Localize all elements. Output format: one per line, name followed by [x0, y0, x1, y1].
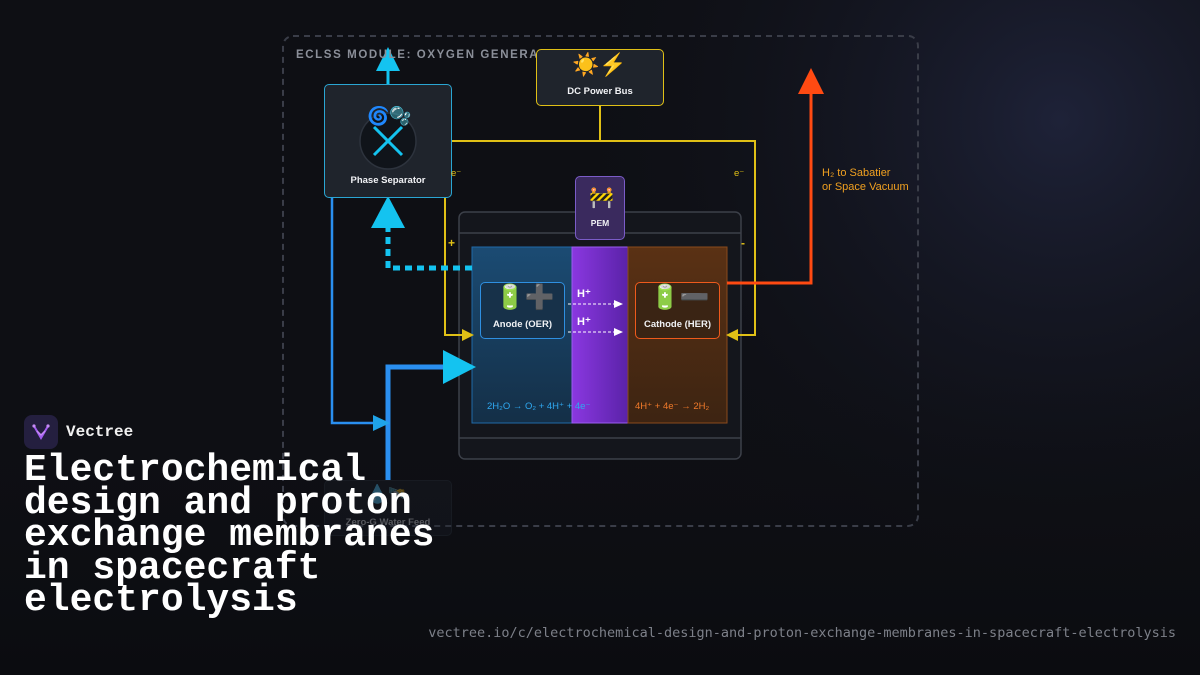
polarity-plus: + — [448, 236, 456, 250]
phase-separator-symbol — [359, 112, 417, 170]
cathode-box[interactable] — [635, 282, 720, 339]
proton-label-2: H⁺ — [577, 316, 591, 328]
power-arrow-right — [726, 329, 738, 341]
page-headline: Electrochemical design and proton exchan… — [24, 449, 435, 622]
membrane-layer — [571, 246, 629, 424]
brand[interactable]: Vectree — [24, 415, 133, 449]
barrier-icon: 🚧 — [589, 187, 614, 209]
battery-minus-icon: 🔋➖ — [650, 284, 710, 311]
cathode-reaction: 4H⁺ + 4e⁻ → 2H₂ — [635, 401, 710, 412]
hydrogen-output-line — [727, 92, 813, 285]
pem-box[interactable] — [575, 176, 625, 240]
anode-label: Anode (OER) — [492, 319, 553, 330]
cyclone-bubbles-icon: 🌀🫧 — [367, 106, 412, 126]
phase-separator-label: Phase Separator — [350, 175, 426, 186]
anode-box[interactable] — [480, 282, 565, 339]
water-feed-box[interactable] — [324, 480, 452, 536]
electron-label-left: e⁻ — [451, 168, 462, 179]
brand-name: Vectree — [66, 423, 134, 441]
oxygen-output-arrow — [376, 47, 400, 71]
oxygen-water-return — [385, 228, 472, 271]
power-wire-right — [600, 140, 756, 336]
h2-output-label-2: or Space Vacuum — [822, 181, 909, 193]
polarity-minus: - — [741, 236, 745, 250]
recirculation-arrow — [373, 415, 390, 431]
water-feed-arrow — [443, 350, 476, 384]
power-arrow-left — [462, 329, 474, 341]
anode-reaction: 2H₂O → O₂ + 4H⁺ + 4e⁻ — [487, 401, 591, 412]
water-feed-label: Zero-G Water Feed — [345, 517, 431, 528]
dc-power-bus-box[interactable] — [536, 49, 664, 106]
page-url[interactable]: vectree.io/c/electrochemical-design-and-… — [428, 625, 1176, 641]
proton-label-1: H⁺ — [577, 288, 591, 300]
electron-label-right: e⁻ — [734, 168, 745, 179]
water-feed-line — [385, 364, 446, 480]
pem-label: PEM — [590, 218, 610, 228]
water-satellite-icon: 💧🛰️ — [366, 484, 411, 504]
h2-output-label-1: H₂ to Sabatier — [822, 167, 891, 179]
hydrogen-output-arrow — [798, 68, 824, 94]
module-title: ECLSS MODULE: OXYGEN GENERAT — [296, 49, 547, 61]
proton-arrow-2-head — [614, 328, 623, 336]
cathode-label: Cathode (HER) — [643, 319, 712, 330]
recirculation-line — [330, 198, 376, 425]
dc-power-bus-label: DC Power Bus — [567, 86, 633, 97]
battery-plus-icon: 🔋➕ — [495, 284, 555, 311]
module-frame — [282, 35, 919, 527]
vectree-logo-icon — [24, 415, 58, 449]
sun-lightning-icon: ☀️⚡ — [572, 52, 627, 77]
oxygen-up-arrow — [371, 196, 405, 228]
proton-arrow-1-head — [614, 300, 623, 308]
